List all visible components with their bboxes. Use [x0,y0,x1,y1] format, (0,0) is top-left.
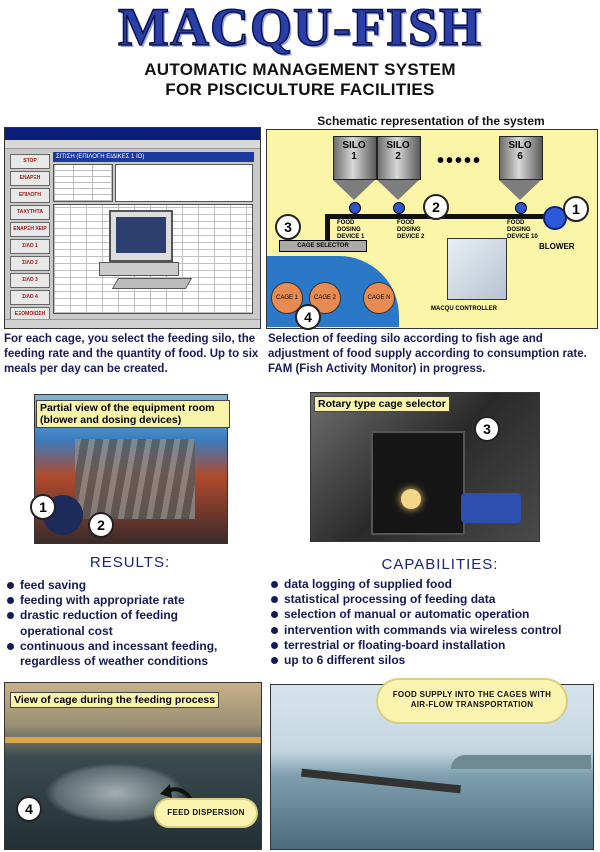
keyboard [111,278,193,289]
badge-4: 4 [295,304,321,330]
rotary-selector-label: Rotary type cage selector [314,396,450,412]
computer-monitor [109,210,173,262]
badge-3: 3 [275,214,301,240]
computer-case [99,262,179,276]
cage-view-label: View of cage during the feeding process [10,692,220,708]
side-button-start[interactable]: ΕΝΑΡΞΗ [10,171,50,186]
equipment-badge-1: 1 [30,494,56,520]
subtitle-line-1: AUTOMATIC MANAGEMENT SYSTEM [144,60,456,79]
software-screenshot: STOP ΕΝΑΡΞΗ ΕΠΙΛΟΓΗ ΤΑΧΥΤΗΤΑ ΕΝΑΡΞΗ ΧΕΙΡ… [4,127,261,329]
cage-2: CAGE 2 [309,282,341,314]
result-item: feed saving [6,578,268,593]
dosing-device-2-label: FOOD DOSING DEVICE 2 [397,220,425,240]
equipment-room-label: Partial view of the equipment room (blow… [36,400,230,428]
result-item: continuous and incessant feeding, regard… [6,639,270,669]
subtitle-line-2: FOR PISCICULTURE FACILITIES [165,80,435,99]
dosing-device-10-label: FOOD DOSING DEVICE 10 [507,220,538,240]
side-button-manual[interactable]: ΕΝΑΡΞΗ ΧΕΙΡ [10,222,50,237]
cage-n: CAGE N [363,282,395,314]
capabilities-list: data logging of supplied food statistica… [270,577,598,668]
side-button-silo-2[interactable]: ΣΙΛΟ 2 [10,256,50,271]
controller-label: MACQU CONTROLLER [431,306,497,312]
badge-1: 1 [563,196,589,222]
selector-motor [461,493,521,523]
silo-1-label: SILO 1 [342,140,366,162]
schematic-caption: Selection of feeding silo according to f… [268,333,587,375]
capability-item: data logging of supplied food [270,577,598,592]
capability-item: statistical processing of feeding data [270,592,598,607]
transport-cloud-text: FOOD SUPPLY INTO THE CAGES WITH AIR-FLOW… [392,690,552,709]
dosing-valve-2 [393,202,405,214]
side-button-speed[interactable]: ΤΑΧΥΤΗΤΑ [10,205,50,220]
capability-item: terrestrial or floating-board installati… [270,638,598,653]
pipe-down [325,214,330,242]
dosing-valve-1 [349,202,361,214]
side-button-stop[interactable]: STOP [10,154,50,169]
capability-item: intervention with commands via wireless … [270,623,598,638]
cage-selector-label: CAGE SELECTOR [279,240,367,252]
capability-item: selection of manual or automatic operati… [270,607,598,622]
dosing-device-1-label: FOOD DOSING DEVICE 1 [337,220,365,240]
transport-cloud: FOOD SUPPLY INTO THE CAGES WITH AIR-FLOW… [378,680,566,722]
feed-dispersion-text: FEED DISPERSION [167,808,245,817]
silo-2: SILO 2 [377,136,421,200]
selector-light [401,489,421,509]
blower-label: BLOWER [539,242,575,251]
side-button-silo-1[interactable]: ΣΙΛΟ 1 [10,239,50,254]
distant-hills [451,755,591,769]
schematic-diagram: SILO 1 SILO 2 SILO 6 ••••• FOOD DOSING D… [266,129,598,330]
side-button-silo-4[interactable]: ΣΙΛΟ 4 [10,290,50,305]
cage-badge-4: 4 [16,796,42,822]
silo-6-label: SILO 6 [508,140,532,162]
software-caption: For each cage, you select the feeding si… [4,333,259,375]
meal-table [53,164,113,202]
brand-title: MACQU-FISH [117,0,482,57]
capability-item: up to 6 different silos [270,653,598,668]
capabilities-heading: CAPABILITIES: [381,556,499,573]
silo-1: SILO 1 [333,136,377,200]
result-item: feeding with appropriate rate [6,593,268,608]
equipment-badge-2: 2 [88,512,114,538]
rotary-selector-photo [310,392,540,542]
selector-housing [371,431,465,535]
cage-ring [5,737,261,743]
more-silos-dots: ••••• [437,150,483,172]
feed-dispersion-cloud: FEED DISPERSION [156,800,256,826]
silo-6: SILO 6 [499,136,543,200]
badge-2: 2 [423,194,449,220]
window-menubar [5,140,260,149]
schematic-title: Schematic representation of the system [317,114,545,128]
rotary-badge-3: 3 [474,416,500,442]
feed-pipeline [301,768,461,794]
side-button-select[interactable]: ΕΠΙΛΟΓΗ [10,188,50,203]
dosing-valve-10 [515,202,527,214]
dosing-machinery [75,439,195,519]
side-button-silo-3[interactable]: ΣΙΛΟ 3 [10,273,50,288]
controller-cabinet [447,238,507,300]
inner-window-title: ΣΙΤΙΣΗ (ΕΠΙΛΟΓΗ ΕΙΔΙΚΕΣ 1 ΙΟ) [53,152,254,162]
results-list: feed saving feeding with appropriate rat… [6,578,268,669]
status-bar [5,319,260,328]
results-heading: RESULTS: [89,554,171,571]
window-titlebar [5,128,260,140]
side-button-panel: STOP ΕΝΑΡΞΗ ΕΠΙΛΟΓΗ ΤΑΧΥΤΗΤΑ ΕΝΑΡΞΗ ΧΕΙΡ… [7,152,51,324]
result-item: drastic reduction of feeding operational… [6,608,190,638]
notes-panel [115,164,253,202]
silo-2-label: SILO 2 [386,140,410,162]
